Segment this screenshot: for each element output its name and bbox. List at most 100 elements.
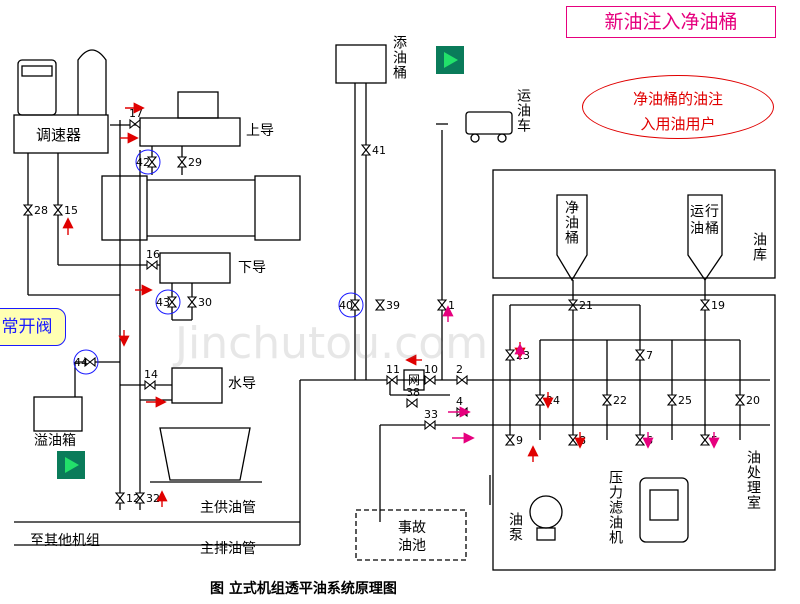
- valve-label-39: 39: [386, 299, 400, 312]
- play-button-top[interactable]: [436, 46, 464, 74]
- valve-5: 5: [699, 434, 718, 447]
- valve-label-44: 44: [74, 356, 88, 369]
- label-governor: 调速器: [36, 126, 82, 144]
- tanker-body: [465, 111, 513, 135]
- valve-label-38: 38: [406, 386, 420, 399]
- valve-8: 8: [567, 434, 586, 447]
- valve-label-29: 29: [188, 156, 202, 169]
- label-main-drain: 主排油管: [200, 541, 256, 557]
- valve-30: 30: [186, 296, 212, 309]
- callout-new-oil: 新油注入净油桶: [566, 6, 776, 38]
- valve-label-42: 42: [136, 156, 150, 169]
- valve-21: 21: [567, 299, 593, 312]
- valve-label-4: 4: [456, 395, 463, 408]
- valve-label-21: 21: [579, 299, 593, 312]
- valve-41: 41: [360, 144, 386, 157]
- valve-39: 39: [374, 299, 400, 312]
- valve-15: 15: [52, 204, 78, 217]
- valve-label-14: 14: [144, 368, 158, 381]
- valve-38: 38: [406, 386, 420, 409]
- label-press-filter: 压力滤油机: [607, 470, 623, 545]
- valve-label-33: 33: [424, 408, 438, 421]
- valve-label-30: 30: [198, 296, 212, 309]
- valve-44: 44: [73, 349, 99, 375]
- valve-22: 22: [601, 394, 627, 407]
- clean-tank-body: [556, 194, 588, 282]
- depot-outline: [492, 169, 776, 279]
- upper-guide-tank: [139, 117, 241, 147]
- valve-29: 29: [176, 156, 202, 169]
- governor-accumulator: [77, 49, 107, 115]
- valve-1: 1: [436, 299, 455, 312]
- valve-label-19: 19: [711, 299, 725, 312]
- label-other-units: 至其他机组: [30, 533, 100, 549]
- valve-28: 28: [22, 204, 48, 217]
- label-upper-guide: 上导: [246, 123, 274, 139]
- valve-19: 19: [699, 299, 725, 312]
- overflow-tank-box: [33, 396, 83, 432]
- lower-guide-tank: [159, 252, 231, 284]
- play-button-bottom[interactable]: [57, 451, 85, 479]
- label-clean-tank: 净油桶: [563, 200, 579, 245]
- valve-33: 33: [424, 408, 438, 431]
- valve-40: 40: [338, 292, 364, 318]
- valve-label-25: 25: [678, 394, 692, 407]
- valve-label-10: 10: [424, 363, 438, 376]
- filter-box: [403, 369, 425, 391]
- valve-43: 43: [155, 289, 181, 315]
- governor-box: [13, 114, 109, 154]
- label-overflow-tank: 溢油箱: [34, 433, 76, 449]
- valve-label-40: 40: [339, 299, 353, 312]
- callout-clean-oil-line2: 入用油用户: [640, 115, 716, 133]
- callout-normally-open: 常开阀: [0, 308, 66, 346]
- valve-10: 10: [424, 363, 438, 386]
- flow-arrows: [62, 102, 720, 507]
- valve-label-23: 23: [516, 349, 530, 362]
- valve-25: 25: [666, 394, 692, 407]
- label-oil-room: 油处理室: [745, 450, 761, 510]
- valve-20: 20: [734, 394, 760, 407]
- label-filter: 网: [408, 373, 421, 387]
- label-oil-depot: 油库: [751, 232, 767, 262]
- label-accident-pool: 事故油池: [398, 520, 426, 554]
- callout-clean-oil-line1: 净油桶的油注: [632, 90, 723, 108]
- label-lower-guide: 下导: [238, 260, 266, 276]
- callout-clean-oil: 净油桶的油注 入用油用户: [582, 75, 774, 139]
- valve-6: 6: [634, 434, 653, 447]
- valve-2: 2: [456, 363, 468, 386]
- valve-label-32: 32: [146, 492, 160, 505]
- valve-label-9: 9: [516, 434, 523, 447]
- valve-14: 14: [144, 368, 158, 391]
- valve-label-43: 43: [156, 296, 170, 309]
- valve-16: 16: [146, 248, 160, 271]
- oil-room-outline: [492, 294, 776, 571]
- pump-symbol: [529, 495, 563, 529]
- label-pump: 油泵: [507, 512, 523, 542]
- watermark: Jinchutou.com: [175, 318, 489, 369]
- valve-label-28: 28: [34, 204, 48, 217]
- valve-label-1: 1: [448, 299, 455, 312]
- label-tanker: 运油车: [515, 88, 531, 133]
- valve-4: 4: [456, 395, 468, 418]
- valve-label-17: 17: [129, 107, 143, 120]
- valve-label-20: 20: [746, 394, 760, 407]
- valve-42: 42: [135, 149, 161, 175]
- valve-label-15: 15: [64, 204, 78, 217]
- valve-9: 9: [504, 434, 523, 447]
- valve-11: 11: [386, 363, 400, 386]
- valve-32: 32: [134, 492, 160, 505]
- top-up-tank-box: [335, 44, 387, 84]
- governor-panel: [17, 59, 57, 116]
- label-top-up-tank: 添油桶: [391, 35, 407, 80]
- valve-17: 17: [129, 107, 143, 130]
- diagram-title: 图 立式机组透平油系统原理图: [210, 581, 397, 597]
- valve-label-2: 2: [456, 363, 463, 376]
- valve-label-41: 41: [372, 144, 386, 157]
- valve-label-7: 7: [646, 349, 653, 362]
- label-water-guide: 水导: [228, 376, 256, 392]
- valve-label-16: 16: [146, 248, 160, 261]
- water-guide-tank: [171, 367, 223, 404]
- filter-machine-symbol: [639, 477, 689, 543]
